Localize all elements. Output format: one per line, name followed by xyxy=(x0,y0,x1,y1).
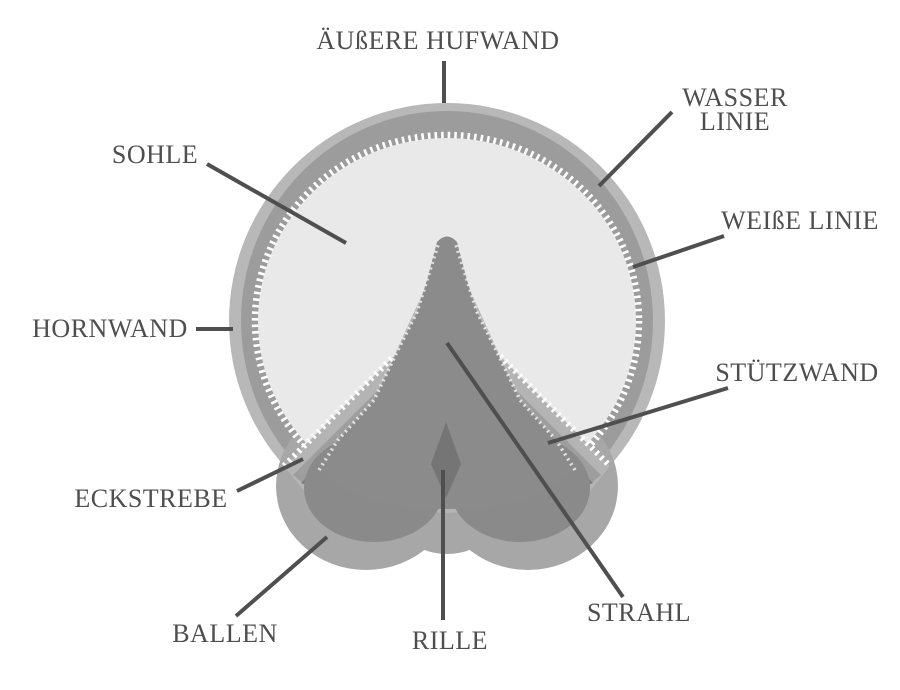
pointer-wasser-linie xyxy=(597,110,674,188)
frog-region xyxy=(319,236,575,509)
label-hornwand: HORNWAND xyxy=(32,314,188,343)
pointer-weisse-linie xyxy=(632,234,725,269)
pointer-strahl xyxy=(445,341,625,599)
white-line-serration-ring xyxy=(251,131,643,511)
label-wasser-linie-line2: LINIE xyxy=(700,107,770,136)
label-aeussere-hufwand: ÄUßERE HUFWAND xyxy=(316,26,559,55)
label-eckstrebe: ECKSTREBE xyxy=(74,484,227,513)
label-rille: RILLE xyxy=(412,626,488,655)
pointer-eckstrebe xyxy=(236,457,304,493)
label-strahl: STRAHL xyxy=(587,598,691,627)
pointer-stuetzwand xyxy=(547,386,729,445)
pointer-ballen xyxy=(234,535,329,618)
label-weisse-linie: WEIßE LINIE xyxy=(721,206,879,235)
label-sohle: SOHLE xyxy=(112,140,198,169)
frog-serrated-edge-left xyxy=(317,244,440,471)
label-stuetzwand: STÜTZWAND xyxy=(715,358,878,387)
white-line-serration-left-diagonal xyxy=(281,353,397,469)
label-wasser-linie-line1: WASSER xyxy=(682,83,788,112)
label-ballen: BALLEN xyxy=(172,619,278,648)
pointer-sohle xyxy=(206,162,347,245)
central-groove-region xyxy=(431,422,461,498)
white-line-serration-right-diagonal xyxy=(497,353,613,469)
